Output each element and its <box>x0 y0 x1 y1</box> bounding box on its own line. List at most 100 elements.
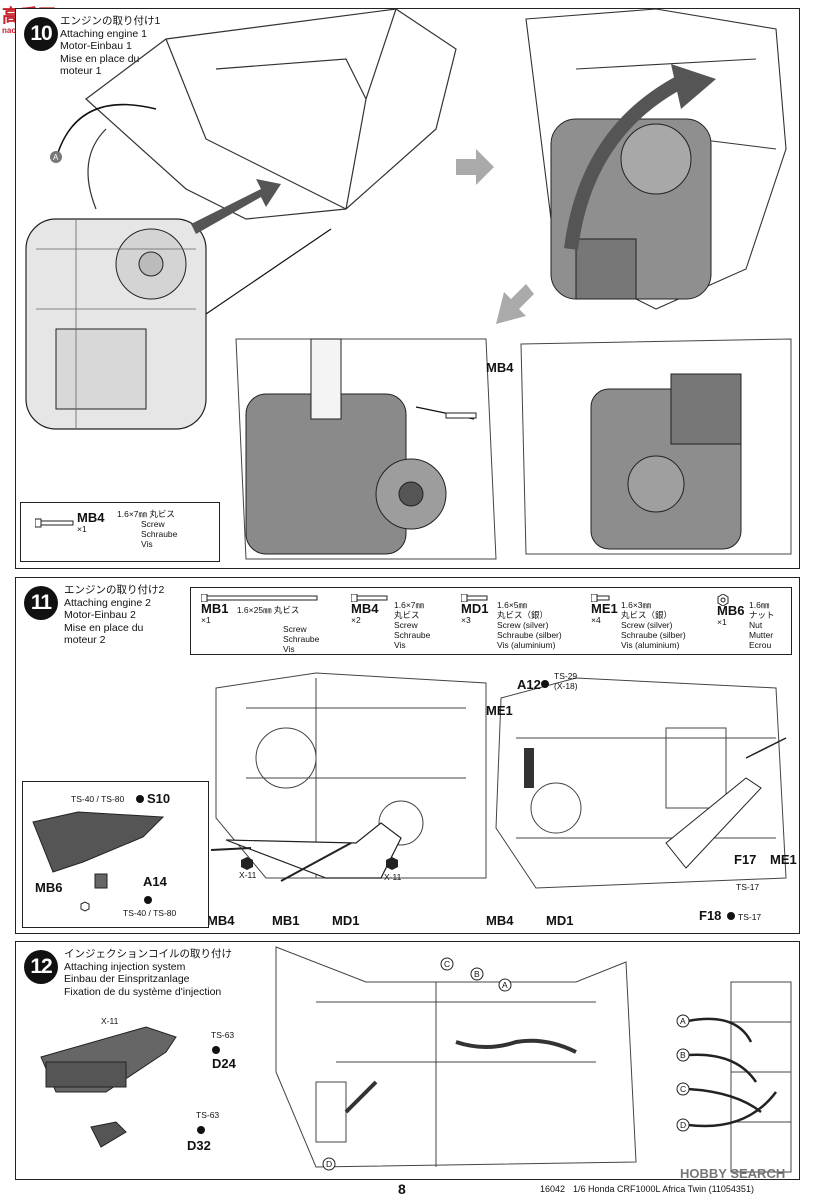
nut-icon <box>717 594 729 606</box>
label-x11-b: X-11 <box>384 872 402 882</box>
screw-icon <box>351 594 388 602</box>
step-10-title-en: Attaching engine 1 <box>60 27 147 40</box>
part-code: MB4 <box>351 601 379 616</box>
step-10-title-fr1: Mise en place du <box>60 52 140 65</box>
callout-mb4: MB4 <box>486 360 514 375</box>
part-mb6: MB6 ×1 1.6㎜ ナット Nut Mutter Ecrou <box>717 594 787 650</box>
detail-drawing-1 <box>235 338 497 560</box>
screw-icon <box>201 594 318 602</box>
step-10-illustration: A <box>25 9 792 560</box>
step-10-title-de: Motor-Einbau 1 <box>60 40 132 52</box>
step-12-illustration: X-11 TS-63 D24 TS-63 D32 C B A D <box>40 946 792 1173</box>
part-jp: 丸ビス（銀） <box>621 610 673 620</box>
part-md1: MD1 ×3 1.6×5㎜ 丸ビス（銀） Screw (silver) Schr… <box>461 594 591 650</box>
step-11-title: エンジンの取り付け2 Attaching engine 2 Motor-Einb… <box>64 584 164 647</box>
callout-c: C <box>444 959 450 969</box>
step-10-title: エンジンの取り付け1 Attaching engine 1 Motor-Einb… <box>60 15 160 78</box>
label-f17: F17 <box>734 852 756 867</box>
part-en: Nut <box>749 620 763 630</box>
step-11-title-en: Attaching engine 2 <box>64 596 151 609</box>
part-en: Screw <box>283 624 307 634</box>
mount-bracket <box>225 822 402 879</box>
paint-marker <box>144 896 152 904</box>
part-mb4: MB4 ×2 1.6×7㎜ 丸ビス Screw Schraube Vis <box>351 594 451 650</box>
callout-a-marker <box>50 151 62 163</box>
nut-marker-1 <box>241 857 253 870</box>
label-ts17-b: TS-17 <box>738 912 761 922</box>
engine-drawing-11-right <box>495 677 787 889</box>
part-en: Screw <box>141 519 165 529</box>
callout-b: B <box>474 969 480 979</box>
part-code: MB4 <box>77 510 105 525</box>
rotate-arrow <box>564 72 690 250</box>
screw-icon <box>591 594 610 602</box>
step-10-title-jp: エンジンの取り付け1 <box>60 15 161 27</box>
label-ts29: TS-29 <box>554 671 577 681</box>
detail-drawing-2 <box>520 338 792 555</box>
part-qty: ×1 <box>77 524 87 534</box>
label-a14: A14 <box>143 874 168 889</box>
paint-marker <box>727 912 735 920</box>
direction-arrow-right <box>456 149 494 185</box>
wire-harness <box>455 1038 577 1054</box>
label-ts40-a: TS-40 / TS-80 <box>71 794 124 804</box>
step-12-panel: 12 インジェクションコイルの取り付け Attaching injection … <box>15 941 800 1180</box>
engine-detail-12 <box>730 981 792 1173</box>
label-s10: S10 <box>147 791 170 806</box>
part-qty: ×2 <box>351 615 361 625</box>
paint-marker <box>541 680 549 688</box>
part-me1: ME1 ×4 1.6×3㎜ 丸ビス（銀） Screw (silver) Schr… <box>591 594 711 650</box>
part-size: 1.6×7㎜ 丸ビス <box>117 509 175 519</box>
paint-marker <box>212 1046 220 1054</box>
nut-marker-2 <box>386 857 398 870</box>
step-11-title-fr1: Mise en place du <box>64 621 144 634</box>
step-12-number: 12 <box>24 950 58 984</box>
footer-text: 1/6 Honda CRF1000L Africa Twin (11054351… <box>573 1184 754 1194</box>
callout-rd-circle <box>676 1118 690 1132</box>
part-a12 <box>524 748 534 788</box>
rotate-arrow-head <box>671 64 716 109</box>
step-11-illustration: X-11 X-11 MB4 MB1 MD1 A12 TS-29 (X-18) M… <box>207 671 797 928</box>
callout-a-text: A <box>53 153 59 162</box>
part-de: Schraube (silber) <box>497 630 562 640</box>
part-qty: ×3 <box>461 615 471 625</box>
label-ts40-b: TS-40 / TS-80 <box>123 908 176 918</box>
mb4-screw-icon <box>445 412 477 419</box>
insert-arrow <box>191 179 281 234</box>
step-12-title-en: Attaching injection system <box>64 960 186 973</box>
callout-d-circle <box>322 1157 336 1171</box>
part-jp: 丸ビス（銀） <box>497 610 549 620</box>
part-mb1: MB1 1.6×25㎜ 丸ビス ×1 Screw Schraube Vis <box>201 594 336 654</box>
part-code: MD1 <box>461 601 489 616</box>
part-en: Screw (silver) <box>621 620 673 630</box>
part-fr: Vis (aluminium) <box>497 640 556 650</box>
step-11-title-fr2: moteur 2 <box>64 634 106 646</box>
bracket-subassembly-illustration: TS-40 / TS-80 S10 MB6 A14 TS-40 / TS-80 <box>32 791 176 918</box>
step-11-parts-box: MB1 1.6×25㎜ 丸ビス ×1 Screw Schraube Vis MB… <box>190 587 792 655</box>
part-fr: Vis (aluminium) <box>621 640 680 650</box>
part-size: 1.6×7㎜ <box>394 600 425 610</box>
part-code: MB6 <box>717 603 745 618</box>
callout-rd: D <box>680 1120 686 1130</box>
part-f17-f18 <box>665 777 762 869</box>
step-10-part-mb4: MB4 ×1 <box>77 510 105 534</box>
step-12-title: インジェクションコイルの取り付け Attaching injection sys… <box>64 948 232 998</box>
step-10-panel: 10 エンジンの取り付け1 Attaching engine 1 Motor-E… <box>15 8 800 569</box>
callout-rb: B <box>680 1050 686 1060</box>
screw-icon <box>461 594 488 602</box>
part-qty: ×4 <box>591 615 601 625</box>
screw-arrow <box>205 228 332 315</box>
callout-rb-circle <box>676 1048 690 1062</box>
callout-ra: A <box>680 1016 686 1026</box>
callouts-right: A B C D <box>676 1014 690 1132</box>
part-fr: Vis <box>141 539 153 549</box>
frame-drawing-12 <box>275 946 637 1168</box>
label-x11-a: X-11 <box>239 870 257 880</box>
part-en: Screw (silver) <box>497 620 549 630</box>
step-11-title-de: Motor-Einbau 2 <box>64 609 136 621</box>
label-ts63-b: TS-63 <box>196 1110 219 1120</box>
step-10-number: 10 <box>24 17 58 51</box>
screw-line-2 <box>280 842 352 882</box>
direction-arrow-down <box>496 284 534 324</box>
step-11-number: 11 <box>24 586 58 620</box>
